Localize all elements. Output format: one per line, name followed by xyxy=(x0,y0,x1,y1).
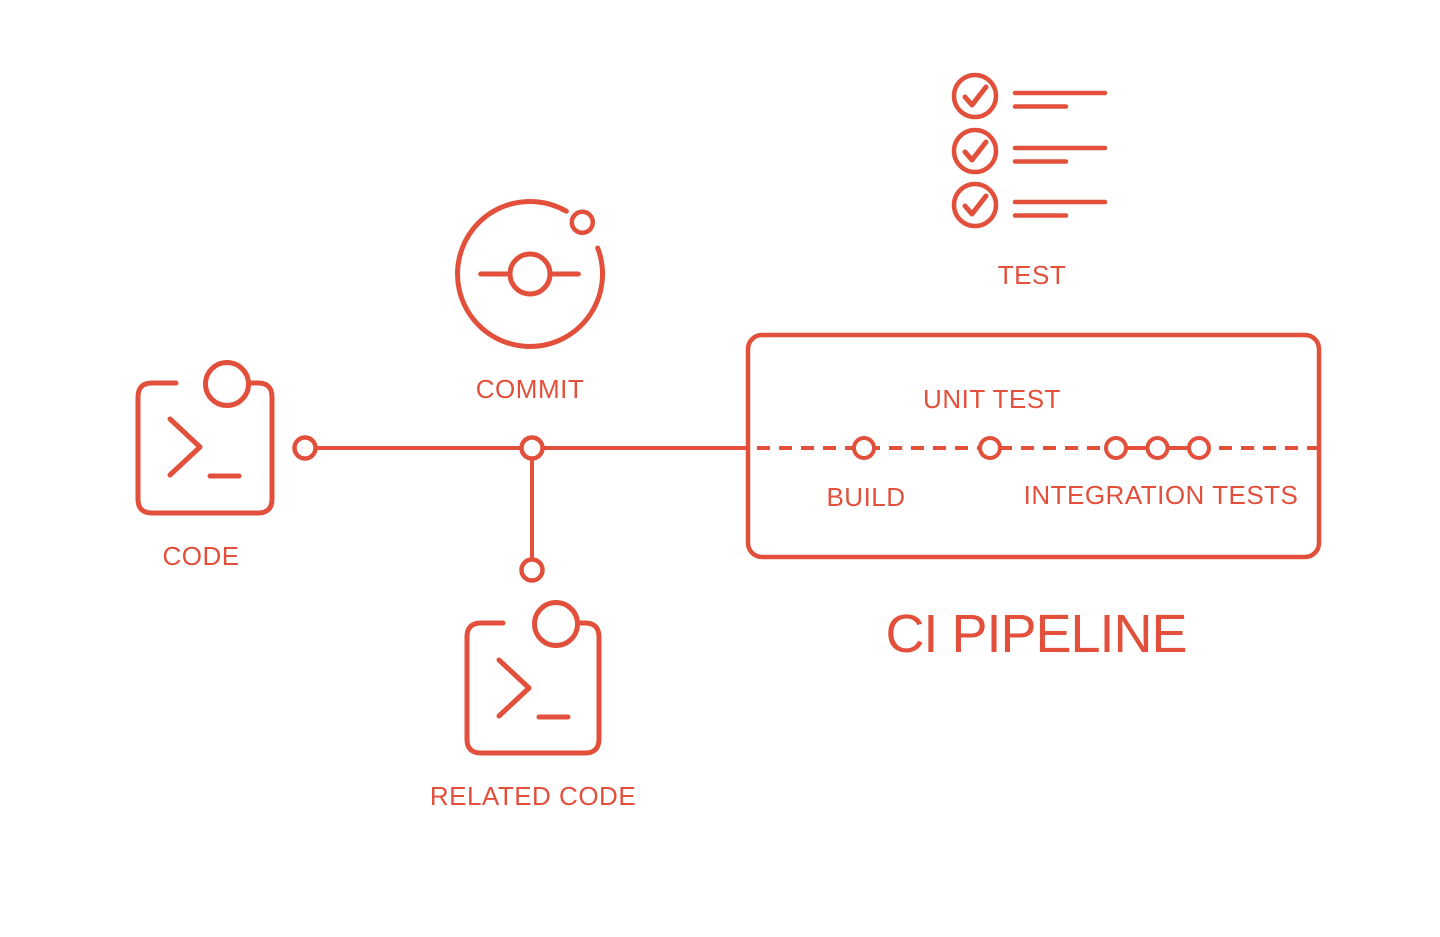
related-code-prompt-chevron xyxy=(496,657,532,719)
build-stage-node xyxy=(852,436,876,460)
integration-test-node xyxy=(1145,436,1170,460)
pipeline-border xyxy=(745,332,1322,560)
related-code-window-frame xyxy=(464,620,602,756)
code-prompt-chevron xyxy=(167,416,203,478)
test-checklist-icon xyxy=(951,72,1108,229)
checkmark-icon xyxy=(962,193,989,217)
checklist-item xyxy=(951,181,1108,229)
commit-orbit-arc xyxy=(455,199,605,349)
code-label: CODE xyxy=(162,541,239,571)
code-pin-circle xyxy=(203,360,251,408)
build-label: BUILD xyxy=(826,482,905,512)
related-code-icon xyxy=(464,600,602,756)
git-flow-lines xyxy=(292,435,750,583)
related-code-pin-circle xyxy=(532,600,580,648)
unit-test-label: UNIT TEST xyxy=(923,384,1061,414)
commit-label: COMMIT xyxy=(476,374,584,404)
integration-test-node xyxy=(1187,436,1211,460)
related-branch-node xyxy=(519,557,545,583)
pipeline-title: CI PIPELINE xyxy=(885,604,1186,664)
git-commit-icon xyxy=(455,199,605,349)
commit-center-circle xyxy=(507,251,553,297)
integration-test-node xyxy=(1104,436,1128,460)
unit-test-stage-node xyxy=(978,436,1002,460)
integration-tests-label: INTEGRATION TESTS xyxy=(1024,480,1299,510)
commit-satellite-circle xyxy=(569,209,596,236)
pipeline-box: UNIT TEST BUILD INTEGRATION TESTS xyxy=(745,332,1322,560)
related-code-label: RELATED CODE xyxy=(430,781,636,811)
code-window-frame xyxy=(135,380,275,516)
checklist-item xyxy=(951,72,1108,120)
test-label: TEST xyxy=(998,260,1066,290)
check-circle-icon xyxy=(951,72,999,120)
code-icon xyxy=(135,360,275,516)
checkmark-icon xyxy=(962,84,989,108)
checkmark-icon xyxy=(962,139,989,163)
check-circle-icon xyxy=(951,127,999,175)
commit-junction-node xyxy=(519,435,545,461)
check-circle-icon xyxy=(951,181,999,229)
branch-start-node xyxy=(292,435,318,461)
checklist-item xyxy=(951,127,1108,175)
